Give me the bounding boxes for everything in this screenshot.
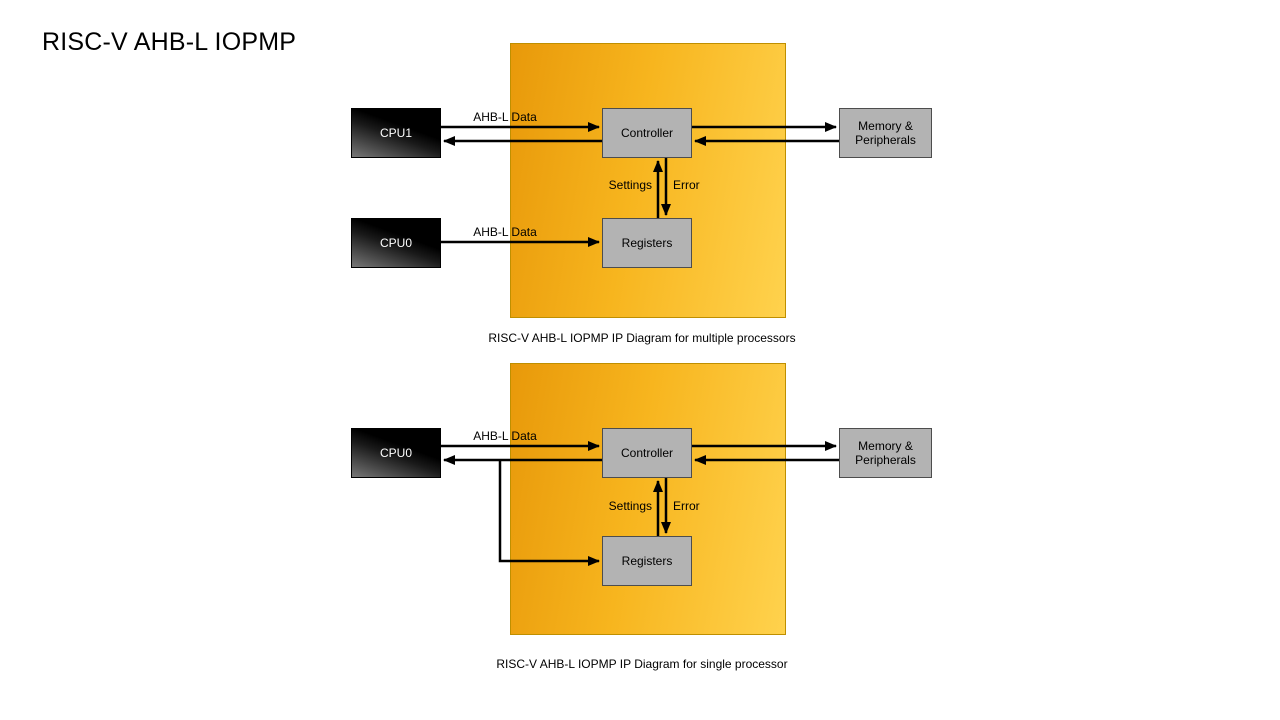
diagram-single-caption: RISC-V AHB-L IOPMP IP Diagram for single… [496,657,788,671]
node-memory-peripherals: Memory & Peripherals [839,108,932,158]
label-settings: Settings [608,178,652,192]
label-settings: Settings [608,499,652,513]
node-controller: Controller [602,428,692,478]
node-memory-peripherals: Memory & Peripherals [839,428,932,478]
node-cpu0: CPU0 [351,218,441,268]
label-error: Error [673,499,700,513]
node-registers: Registers [602,218,692,268]
node-registers: Registers [602,536,692,586]
iopmp-ip-block [510,43,786,318]
label-error: Error [673,178,700,192]
label-ahb-data-cpu1: AHB-L Data [473,110,537,124]
label-ahb-data-cpu0: AHB-L Data [473,225,537,239]
page-title: RISC-V AHB-L IOPMP [42,28,297,56]
label-ahb-data: AHB-L Data [473,429,537,443]
node-controller: Controller [602,108,692,158]
diagram-multi-caption: RISC-V AHB-L IOPMP IP Diagram for multip… [488,331,796,345]
node-cpu0: CPU0 [351,428,441,478]
node-cpu1: CPU1 [351,108,441,158]
